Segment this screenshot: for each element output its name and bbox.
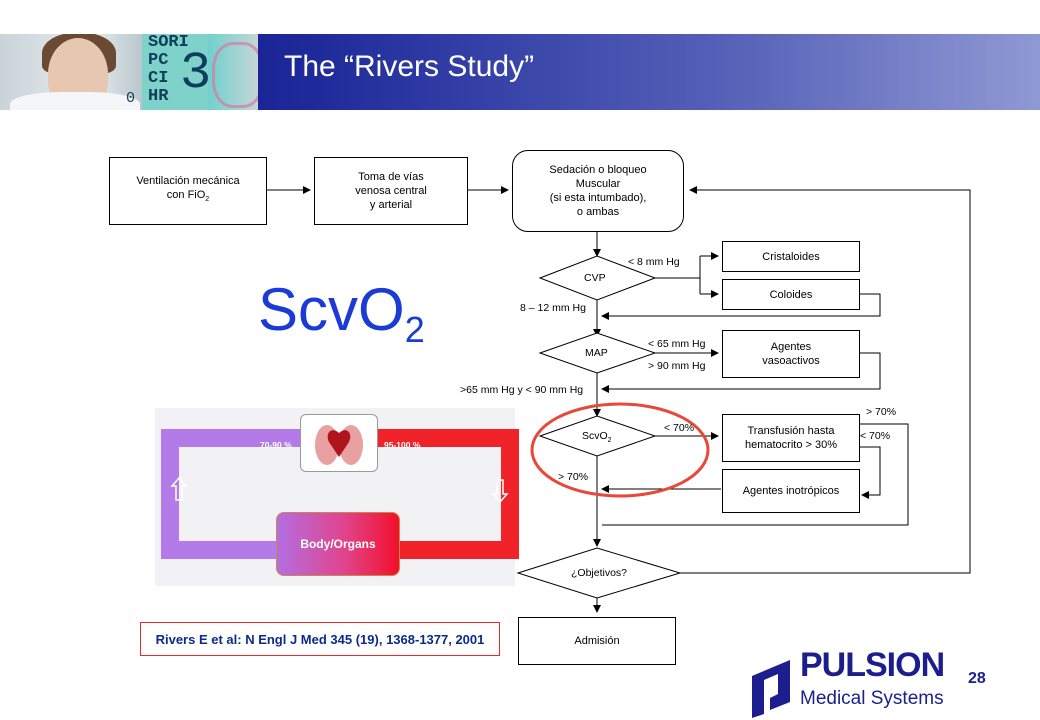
monitor-line: SORI — [148, 34, 189, 52]
box-text: con FiO — [166, 189, 206, 202]
monitor-line: HR — [148, 87, 169, 106]
highlight-circle — [530, 402, 710, 498]
box-text: hematocrito > 30% — [744, 439, 838, 451]
box-subscript: 2 — [205, 196, 210, 204]
body-organs-box: Body/Organs — [276, 512, 400, 576]
box-text: o ambas — [576, 206, 620, 218]
right-high-label: > 70% — [866, 406, 897, 418]
map-decision — [538, 332, 657, 374]
left-pct-label: 70-90 % — [260, 440, 292, 450]
box-text: Agentes — [770, 341, 812, 353]
page-number: 28 — [968, 670, 986, 687]
scvo2-heading-text: ScvO — [258, 276, 405, 343]
monitor-line: CI — [148, 69, 169, 88]
slide-title: The “Rivers Study” — [284, 50, 535, 83]
monitor-readout: SORI PC CI HR — [142, 34, 208, 110]
box-text: venosa central — [355, 185, 427, 197]
box-text: Toma de vías — [358, 171, 424, 183]
right-pct-label: 95-100 % — [384, 440, 421, 450]
scvo2-text: ScvO — [582, 430, 608, 442]
monitor-line: PC — [148, 51, 169, 70]
scvo2-decision — [538, 415, 657, 457]
objetivos-decision — [516, 547, 682, 599]
cvp-low-label: < 8 mm Hg — [628, 256, 680, 268]
box-text: Transfusión hasta — [747, 425, 835, 437]
admision-box: Admisión — [518, 617, 676, 665]
header-photo: SORI PC CI HR 0 3 — [0, 34, 258, 110]
box-text: y arterial — [369, 199, 413, 211]
transfusion-box: Transfusión hasta hematocrito > 30% — [722, 414, 860, 462]
tube-icon — [212, 42, 258, 108]
scvo2-label: ScvO2 — [582, 430, 612, 444]
logo-subtitle: Medical Systems — [800, 688, 944, 709]
map-label: MAP — [585, 347, 608, 359]
scvo2-subscript: 2 — [607, 437, 612, 445]
box-text: vasoactivos — [762, 355, 820, 367]
heart-lungs-icon — [300, 414, 378, 472]
cvp-decision — [538, 255, 657, 301]
right-low-label: < 70% — [860, 430, 891, 442]
box-text: (si esta intumbado), — [549, 192, 647, 204]
box-text: Ventilación mecánica — [136, 175, 240, 188]
scv-low-label: < 70% — [664, 422, 695, 434]
monitor-digit: 3 — [180, 44, 212, 103]
vasoactivos-box: Agentes vasoactivos — [722, 330, 860, 378]
map-high-label: > 90 mm Hg — [648, 360, 706, 372]
objetivos-label: ¿Objetivos? — [571, 567, 628, 579]
map-low-label: < 65 mm Hg — [648, 338, 706, 350]
doctor-coat — [10, 92, 140, 110]
cvp-mid-label: 8 – 12 mm Hg — [520, 302, 586, 314]
reference-text: Rivers E et al: N Engl J Med 345 (19), 1… — [155, 631, 485, 647]
reference-box: Rivers E et al: N Engl J Med 345 (19), 1… — [140, 622, 500, 656]
scvo2-heading: ScvO2 — [258, 275, 425, 351]
logo-wordmark: PULSION — [800, 646, 945, 684]
cvp-label: CVP — [584, 272, 606, 284]
box-text: Muscular — [575, 178, 621, 190]
box-text: Sedación o bloqueo — [549, 164, 647, 176]
vias-box: Toma de vías venosa central y arterial — [314, 157, 468, 225]
inotropicos-box: Agentes inotrópicos — [722, 469, 860, 513]
monitor-zero: 0 — [126, 90, 136, 107]
coloides-box: Coloides — [722, 279, 860, 310]
logo-mark — [752, 660, 790, 718]
map-ok-label: >65 mm Hg y < 90 mm Hg — [460, 384, 584, 396]
scv-high-label: > 70% — [558, 471, 589, 483]
scvo2-heading-subscript: 2 — [404, 309, 425, 350]
cristaloides-box: Cristaloides — [722, 241, 860, 272]
